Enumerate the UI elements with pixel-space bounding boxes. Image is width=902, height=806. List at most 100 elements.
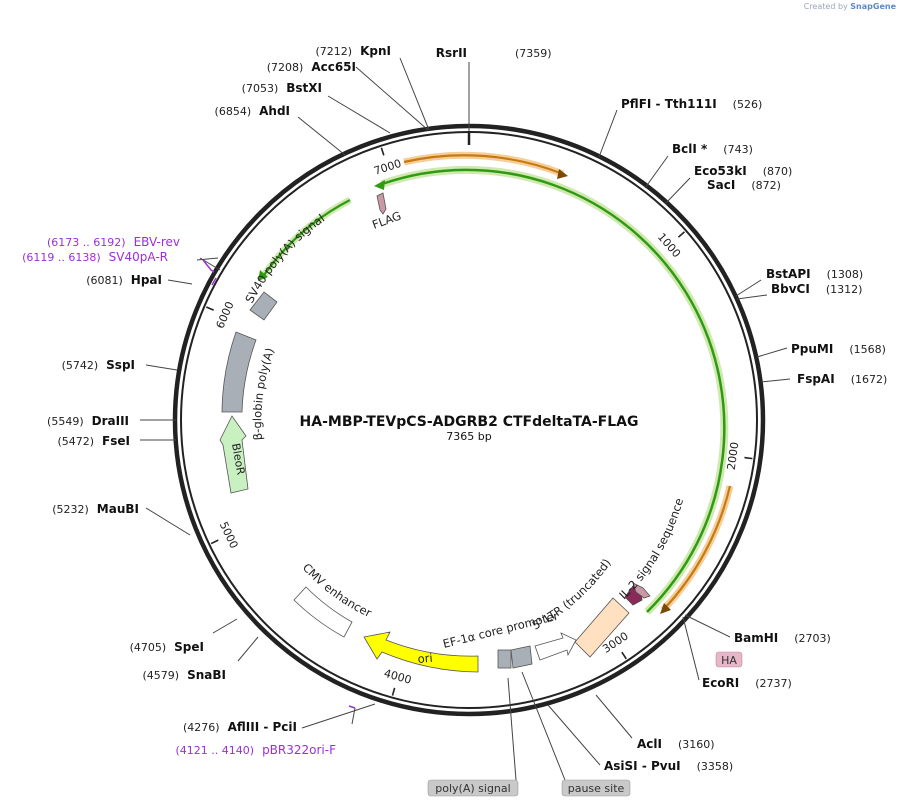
- site-position: (7359): [515, 47, 552, 60]
- site-name: FseI: [102, 434, 130, 448]
- feature-cmv-enhancer: [293, 586, 353, 638]
- primer-markers: [202, 259, 356, 709]
- primer-range: (6173 .. 6192): [47, 236, 126, 249]
- feature-5ltr: [574, 597, 630, 658]
- site-name: AsiSI - PvuI: [604, 759, 681, 773]
- primer-name: pBR322ori-F: [262, 743, 336, 757]
- svg-text:HA: HA: [721, 654, 737, 667]
- site-eco53ki: Eco53kI(870): [694, 164, 792, 178]
- site-name: AhdI: [259, 104, 290, 118]
- site-position: (872): [751, 179, 781, 192]
- credit-prefix: Created by: [803, 2, 848, 11]
- site-position: (5472): [57, 435, 94, 448]
- tick-label-7000: 7000: [372, 157, 403, 178]
- site-position: (2703): [794, 632, 831, 645]
- site-saci: SacI(872): [707, 178, 781, 192]
- tick-label-5000: 5000: [217, 520, 241, 551]
- site-position: (4276): [183, 721, 220, 734]
- site-name: BstXI: [286, 81, 322, 95]
- plasmid-title: HA-MBP-TEVpCS-ADGRB2 CTFdeltaTA-FLAG: [300, 414, 639, 430]
- primer-labels: EBV-rev (6173 .. 6192)SV40pA-R(6119 .. 61…: [22, 235, 336, 757]
- site-position: (526): [733, 98, 763, 111]
- site-name: AclI: [637, 737, 662, 751]
- site-bstxi: BstXI(7053): [242, 81, 322, 95]
- site-sspi: SspI(5742): [62, 358, 135, 372]
- site-kpni: KpnI (7212): [316, 44, 391, 58]
- site-name: SnaBI: [187, 668, 226, 682]
- il2-label: IL-2 signal sequence: [616, 496, 686, 602]
- site-rsrii: RsrII (7359): [436, 46, 552, 60]
- site-position: (6854): [215, 105, 252, 118]
- primer-pbr322ori-f: pBR322ori-F (4121 .. 4140): [176, 743, 337, 757]
- site-snabi: SnaBI(4579): [143, 668, 226, 682]
- pause-site-tag: pause site: [561, 779, 631, 797]
- site-afliii-pcii: AflIII - PciI(4276): [183, 720, 297, 734]
- site-name: SpeI: [174, 640, 204, 654]
- site-position: (4705): [130, 641, 167, 654]
- site-hpai: HpaI (6081): [86, 273, 162, 287]
- tick-mark-2000: [744, 456, 753, 460]
- feature-ef1a-promoter: [534, 632, 577, 661]
- site-pflfi-tth111i: PflFI - Tth111I (526): [621, 97, 762, 111]
- site-position: (2737): [755, 677, 792, 690]
- snapgene-logo: SnapGene: [850, 2, 896, 11]
- feature-bleor: [219, 415, 249, 494]
- site-name: FspAI: [797, 372, 835, 386]
- flag-label: FLAG: [370, 208, 403, 231]
- plasmid-size: 7365 bp: [446, 430, 491, 443]
- site-ecori: EcoRI (2737): [702, 676, 792, 690]
- site-name: BstAPI: [766, 267, 811, 281]
- primer-range: (4121 .. 4140): [176, 744, 255, 757]
- site-name: SspI: [106, 358, 135, 372]
- site-leaders: [140, 57, 791, 781]
- tick-mark-7000: [380, 147, 385, 156]
- site-spei: SpeI (4705): [130, 640, 204, 654]
- feature-ori: [363, 631, 479, 673]
- primer-sv40pa-r: SV40pA-R(6119 .. 6138): [22, 250, 168, 264]
- site-position: (5232): [52, 503, 89, 516]
- primer-name: EBV-rev: [134, 235, 180, 249]
- primer-ebv-rev: EBV-rev (6173 .. 6192): [47, 235, 180, 249]
- orf-arrow-green: [380, 165, 729, 615]
- tick-label-6000: 6000: [214, 300, 237, 331]
- site-ppumi: PpuMI(1568): [791, 342, 886, 356]
- site-name: Acc65I: [311, 60, 356, 74]
- site-name: DraIII: [92, 414, 129, 428]
- tick-label-2000: 2000: [725, 441, 742, 470]
- site-name: KpnI: [360, 44, 391, 58]
- bleor-label: BleoR: [229, 442, 247, 476]
- site-position: (6081): [86, 274, 123, 287]
- site-position: (1308): [827, 268, 864, 281]
- site-position: (7208): [267, 61, 304, 74]
- site-name: BclI *: [672, 142, 708, 156]
- site-fsei: FseI (5472): [57, 434, 130, 448]
- feature-flag: [376, 192, 387, 215]
- site-position: (3160): [678, 738, 715, 751]
- site-acc65i: Acc65I (7208): [267, 60, 356, 74]
- feature-polya-signal: [497, 649, 512, 669]
- site-position: (7212): [316, 45, 353, 58]
- svg-text:poly(A) signal: poly(A) signal: [435, 782, 510, 795]
- site-bbvci: BbvCI(1312): [771, 282, 862, 296]
- site-position: (1568): [849, 343, 886, 356]
- tick-mark-5000: [210, 539, 219, 545]
- site-bstapi: BstAPI (1308): [766, 267, 863, 281]
- site-name: BamHI: [734, 631, 778, 645]
- site-position: (5549): [47, 415, 84, 428]
- site-name: EcoRI: [702, 676, 739, 690]
- site-labels: RsrII (7359) KpnI (7212) Acc65I (7208) BstXI(7…: [47, 44, 887, 773]
- site-name: HpaI: [131, 273, 162, 287]
- site-bamhi: BamHI (2703): [734, 631, 831, 645]
- site-bcli: BclI *(743): [672, 142, 753, 156]
- site-name: PflFI - Tth111I: [621, 97, 717, 111]
- tick-mark-6000: [205, 306, 214, 311]
- tick-label-4000: 4000: [382, 667, 412, 687]
- site-name: RsrII: [436, 46, 467, 60]
- tick-mark-3000: [621, 651, 627, 660]
- sv40-polya-label: SV40 poly(A) signal: [242, 211, 327, 305]
- site-position: (3358): [697, 760, 734, 773]
- site-position: (1672): [851, 373, 888, 386]
- site-fspai: FspAI (1672): [797, 372, 887, 386]
- primer-range: (6119 .. 6138): [22, 251, 101, 264]
